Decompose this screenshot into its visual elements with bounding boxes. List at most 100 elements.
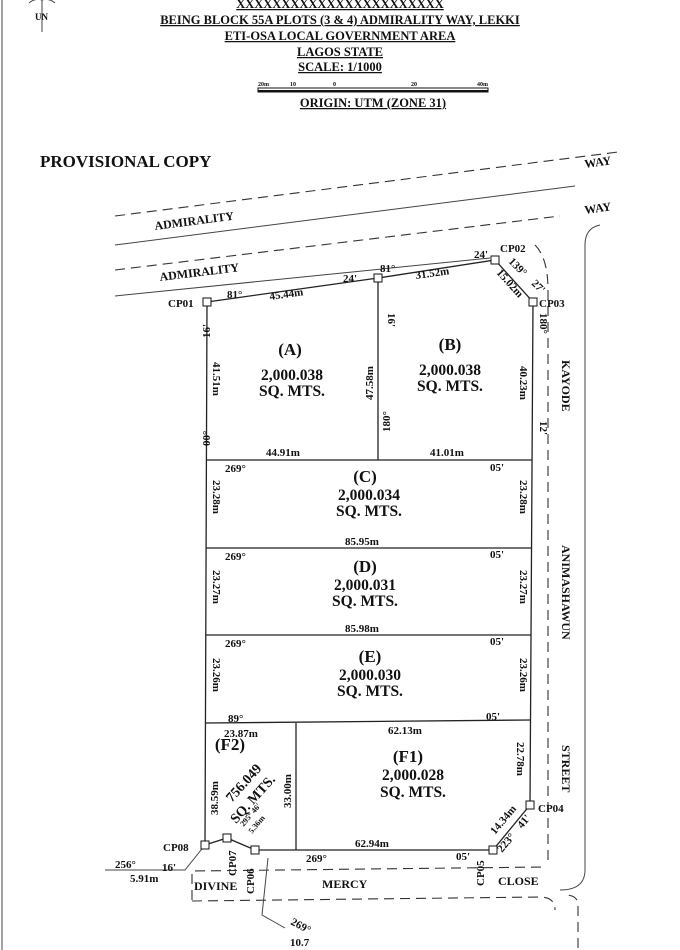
- title-line-3: LAGOS STATE: [297, 45, 383, 59]
- dimension: 33.00m: [282, 774, 294, 808]
- origin-text: ORIGIN: UTM (ZONE 31): [300, 96, 446, 110]
- control-point-labels: CP01 CP02 CP03 CP04 CP05 CP06 CP07 CP08: [163, 243, 565, 894]
- bearing: 27': [529, 278, 547, 296]
- bearing: 24': [474, 249, 488, 261]
- title-masked: XXXXXXXXXXXXXXXXXXXXXXX: [236, 0, 444, 11]
- dimension: 14.34m: [488, 803, 519, 837]
- road-label-admirality-1: ADMIRALITY: [154, 209, 235, 233]
- bearing: 16': [162, 862, 176, 874]
- scale-tick: 40m: [477, 82, 488, 88]
- bearing: 269°: [289, 916, 313, 936]
- plot-c: (C) 2,000.034 SQ. MTS.: [336, 467, 402, 520]
- dimension: 23.28m: [210, 480, 222, 514]
- road-label-divine: DIVINE: [194, 879, 237, 893]
- bearing: 24': [343, 273, 357, 285]
- dimension: 85.98m: [345, 623, 379, 635]
- plot-area: 2,000.034: [338, 487, 400, 504]
- scale-text: SCALE: 1/1000: [298, 60, 382, 74]
- bearing: 05': [490, 636, 504, 648]
- dimension: 38.59m: [209, 781, 221, 815]
- plot-f1: (F1) 2,000.028 SQ. MTS.: [380, 747, 446, 801]
- admirality-way-road: WAY WAY ADMIRALITY ADMIRALITY: [114, 151, 619, 297]
- plot-id: (A): [278, 340, 302, 359]
- road-label-admirality-2: ADMIRALITY: [159, 260, 240, 284]
- dimension-labels: 45.44m 31.52m 15.02m 41.51m 47.58m 40.23…: [130, 265, 529, 949]
- scale-bar: 20m 10 0 20 40m: [257, 82, 489, 93]
- bearing-labels: 81° 24' 81° 24' 139° 27' 16' 00° 180° 12…: [115, 249, 549, 936]
- dimension: 23.28m: [517, 480, 529, 514]
- dimension: 23.27m: [210, 570, 222, 604]
- dimension: 31.52m: [415, 265, 450, 282]
- dimension: 22.78m: [514, 742, 526, 776]
- bearing: 16': [201, 324, 213, 338]
- plot-id: (E): [359, 647, 382, 666]
- scale-tick: 10: [290, 82, 296, 88]
- plot-id: (C): [353, 467, 377, 486]
- bearing: 00°: [201, 431, 213, 446]
- cp03-label: CP03: [539, 298, 565, 310]
- dimension: 23.87m: [224, 728, 258, 740]
- plot-area: 2,000.031: [334, 577, 396, 594]
- bearing: 269°: [225, 551, 246, 563]
- scale-tick: 20: [411, 82, 417, 88]
- road-label-way-top: WAY: [583, 153, 612, 171]
- dimension: 47.58m: [364, 366, 376, 400]
- dimension: 23.27m: [517, 570, 529, 604]
- bearing: 269°: [225, 463, 246, 475]
- bearing: 16': [385, 313, 397, 327]
- north-arrow-icon: UN: [28, 0, 56, 32]
- scale-tick: 20m: [258, 82, 269, 88]
- plot-boundaries: [105, 259, 534, 929]
- bearing: 81°: [380, 263, 395, 275]
- dimension: 5.91m: [130, 873, 158, 885]
- dimension: 44.91m: [266, 447, 300, 459]
- bearing: 180°: [381, 411, 393, 432]
- cp05-label: CP05: [475, 860, 487, 886]
- title-line-2: ETI-OSA LOCAL GOVERNMENT AREA: [225, 29, 456, 43]
- dimension: 10.7: [290, 937, 310, 949]
- plot-a: (A) 2,000.038 SQ. MTS.: [259, 340, 325, 400]
- dimension: 40.23m: [517, 366, 529, 400]
- dimension: 62.94m: [355, 838, 389, 850]
- bearing: 05': [490, 549, 504, 561]
- plot-area-unit: SQ. MTS.: [332, 593, 398, 610]
- plot-b: (B) 2,000.038 SQ. MTS.: [417, 335, 483, 395]
- cp08-label: CP08: [163, 842, 189, 854]
- road-label-street: STREET: [559, 745, 573, 792]
- bearing: 256°: [115, 859, 136, 871]
- dimension: 41.51m: [210, 362, 222, 396]
- plot-area-unit: SQ. MTS.: [417, 378, 483, 395]
- plot-area: 2,000.028: [382, 767, 444, 784]
- divine-mercy-close-road: DIVINE MERCY CLOSE: [191, 866, 556, 911]
- cp01-label: CP01: [168, 298, 194, 310]
- plot-id: (D): [353, 557, 377, 576]
- dimension: 62.13m: [388, 725, 422, 737]
- dimension: 45.44m: [269, 286, 304, 303]
- bearing: 05': [456, 851, 470, 863]
- bearing: 05': [486, 711, 500, 723]
- dimension: 41.01m: [430, 447, 464, 459]
- bearing: 269°: [306, 853, 327, 865]
- bearing: 180°: [537, 313, 549, 334]
- bearing: 05': [490, 462, 504, 474]
- title-line-1: BEING BLOCK 55A PLOTS (3 & 4) ADMIRALITY…: [160, 13, 520, 27]
- plot-area: 2,000.038: [419, 362, 481, 379]
- cp07-label: CP07: [227, 850, 239, 876]
- title-block: XXXXXXXXXXXXXXXXXXXXXXX BEING BLOCK 55A …: [160, 0, 520, 110]
- road-label-close: CLOSE: [498, 874, 539, 888]
- north-label: UN: [35, 12, 48, 22]
- road-label-kayode: KAYODE: [559, 360, 573, 412]
- bearing: 81°: [227, 289, 242, 301]
- plot-e: (E) 2,000.030 SQ. MTS.: [337, 647, 403, 700]
- plot-area-unit: SQ. MTS.: [336, 503, 402, 520]
- road-label-animashawun: ANIMASHAWUN: [559, 545, 573, 640]
- dimension: 23.26m: [210, 658, 222, 692]
- plot-area-unit: SQ. MTS.: [380, 784, 446, 801]
- bearing: 269°: [225, 638, 246, 650]
- plot-area-unit: SQ. MTS.: [337, 683, 403, 700]
- bearing: 41': [515, 812, 533, 830]
- dimension: 23.26m: [517, 658, 529, 692]
- cp04-label: CP04: [538, 803, 564, 815]
- plot-id: (F2): [215, 735, 245, 754]
